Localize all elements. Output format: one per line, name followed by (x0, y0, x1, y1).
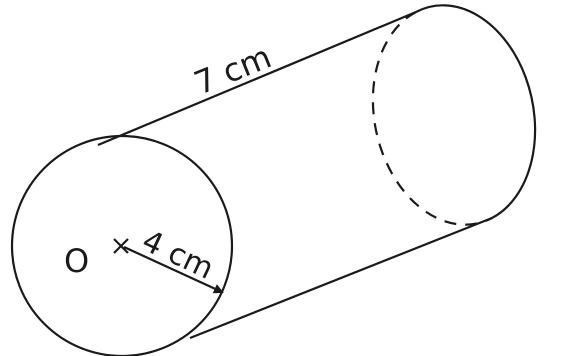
cylinder-top-line (97, 10, 417, 147)
cylinder-bottom-line (189, 216, 493, 340)
length-label: 7 cm (189, 37, 277, 102)
back-circle-visible-arc (415, 4, 537, 219)
radius-label: 4 cm (137, 224, 219, 287)
center-mark-b (113, 238, 129, 254)
center-label: O (64, 242, 89, 280)
front-circle (10, 134, 234, 356)
back-circle-hidden-arc (371, 11, 493, 226)
radius-arrow (123, 246, 224, 294)
